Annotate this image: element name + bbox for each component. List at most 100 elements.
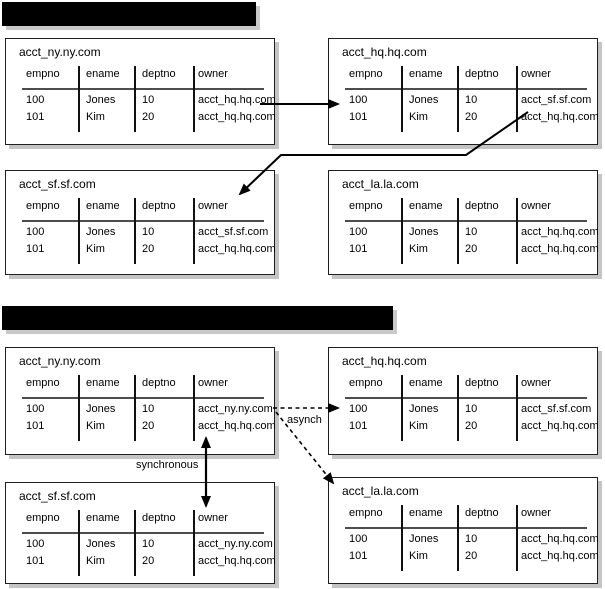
table-header-row: empno ename deptno owner	[6, 377, 274, 390]
table-row: 100 Jones 10 acct_hq.hq.com	[329, 533, 599, 546]
table-row: 101 Kim 20 acct_hq.hq.com	[329, 550, 599, 563]
cell-deptno: 10	[142, 94, 155, 106]
step1-title-bar: Step 1. Identify True Owner	[2, 2, 256, 45]
column-divider	[516, 375, 518, 441]
cell-ename: Jones	[86, 226, 116, 238]
column-divider	[193, 198, 195, 264]
header-rule	[345, 220, 587, 222]
table-step2-acct-sf: acct_sf.sf.com empno ename deptno owner …	[5, 482, 276, 584]
column-divider	[78, 198, 80, 264]
col-header-empno: empno	[26, 68, 60, 80]
table-step1-acct-sf: acct_sf.sf.com empno ename deptno owner …	[5, 170, 276, 275]
column-divider	[457, 66, 459, 132]
cell-empno: 100	[26, 538, 45, 550]
col-header-deptno: deptno	[142, 377, 176, 389]
table-row: 101 Kim 20 acct_hq.hq.com	[329, 243, 599, 256]
header-rule	[345, 397, 587, 399]
cell-owner: acct_hq.hq.com	[521, 533, 599, 545]
cell-ename: Kim	[86, 555, 105, 567]
asynch-label: asynch	[287, 414, 322, 426]
cell-empno: 100	[349, 533, 368, 545]
header-rule	[22, 532, 264, 534]
table-row: 101 Kim 20 acct_hq.hq.com	[6, 111, 276, 124]
table-row: 101 Kim 20 acct_hq.hq.com	[6, 243, 276, 256]
cell-empno: 100	[349, 403, 368, 415]
table-step1-acct-ny: acct_ny.ny.com empno ename deptno owner …	[5, 38, 276, 145]
table-header-row: empno ename deptno owner	[329, 200, 597, 213]
cell-owner: acct_hq.hq.com	[198, 94, 276, 106]
table-row: 101 Kim 20 acct_hq.hq.com	[329, 111, 599, 124]
col-header-empno: empno	[349, 68, 383, 80]
cell-empno: 101	[26, 555, 45, 567]
step2-title: Step 2. Grab Ownership and Broadcast Cha…	[46, 335, 329, 349]
col-header-ename: ename	[409, 68, 443, 80]
cell-empno: 101	[26, 243, 45, 255]
cell-deptno: 10	[142, 226, 155, 238]
table-row: 100 Jones 10 acct_hq.hq.com	[6, 94, 276, 107]
table-row: 100 Jones 10 acct_ny.ny.com	[6, 538, 274, 551]
cell-owner: acct_hq.hq.com	[521, 420, 599, 432]
cell-empno: 101	[349, 243, 368, 255]
table-step2-acct-hq: acct_hq.hq.com empno ename deptno owner …	[328, 347, 599, 455]
column-divider	[193, 375, 195, 441]
cell-ename: Jones	[86, 538, 116, 550]
col-header-ename: ename	[409, 507, 443, 519]
table-header-row: empno ename deptno owner	[329, 377, 597, 390]
cell-deptno: 20	[465, 111, 478, 123]
cell-deptno: 20	[142, 111, 155, 123]
col-header-empno: empno	[26, 200, 60, 212]
col-header-ename: ename	[409, 200, 443, 212]
column-divider	[401, 375, 403, 441]
cell-ename: Jones	[409, 94, 439, 106]
cell-deptno: 20	[465, 243, 478, 255]
table-header-row: empno ename deptno owner	[6, 512, 274, 525]
column-divider	[457, 505, 459, 571]
cell-empno: 101	[349, 420, 368, 432]
table-step1-acct-hq: acct_hq.hq.com empno ename deptno owner …	[328, 38, 599, 145]
cell-empno: 100	[26, 403, 45, 415]
table-title: acct_hq.hq.com	[342, 354, 427, 368]
table-row: 101 Kim 20 acct_hq.hq.com	[329, 420, 599, 433]
column-divider	[401, 198, 403, 264]
table-header-row: empno ename deptno owner	[329, 507, 597, 520]
table-title: acct_ny.ny.com	[19, 45, 101, 59]
col-header-owner: owner	[521, 200, 551, 212]
table-row: 100 Jones 10 acct_hq.hq.com	[329, 226, 599, 239]
cell-ename: Jones	[86, 94, 116, 106]
table-row: 100 Jones 10 acct_sf.sf.com	[329, 94, 597, 107]
cell-owner: acct_sf.sf.com	[521, 403, 592, 415]
cell-ename: Kim	[86, 420, 105, 432]
cell-owner: acct_sf.sf.com	[521, 94, 592, 106]
cell-ename: Jones	[86, 403, 116, 415]
column-divider	[193, 66, 195, 132]
column-divider	[457, 375, 459, 441]
table-row: 100 Jones 10 acct_sf.sf.com	[329, 403, 597, 416]
cell-ename: Kim	[86, 111, 105, 123]
cell-owner: acct_ny.ny.com	[198, 538, 273, 550]
table-title: acct_la.la.com	[342, 484, 419, 498]
header-rule	[345, 88, 587, 90]
column-divider	[193, 510, 195, 576]
cell-deptno: 10	[465, 94, 478, 106]
table-row: 101 Kim 20 acct_hq.hq.com	[6, 420, 276, 433]
col-header-owner: owner	[521, 507, 551, 519]
cell-ename: Jones	[409, 403, 439, 415]
col-header-deptno: deptno	[142, 200, 176, 212]
column-divider	[516, 66, 518, 132]
cell-owner: acct_hq.hq.com	[521, 226, 599, 238]
table-title: acct_la.la.com	[342, 177, 419, 191]
synchronous-label: synchronous	[136, 459, 199, 471]
col-header-owner: owner	[198, 68, 228, 80]
cell-owner: acct_hq.hq.com	[521, 550, 599, 562]
column-divider	[516, 198, 518, 264]
cell-owner: acct_hq.hq.com	[521, 243, 599, 255]
cell-owner: acct_hq.hq.com	[198, 111, 276, 123]
col-header-ename: ename	[86, 200, 120, 212]
cell-owner: acct_sf.sf.com	[198, 226, 269, 238]
cell-deptno: 10	[465, 226, 478, 238]
cell-deptno: 10	[142, 403, 155, 415]
column-divider	[457, 198, 459, 264]
cell-ename: Kim	[409, 243, 428, 255]
table-step2-acct-ny: acct_ny.ny.com empno ename deptno owner …	[5, 347, 276, 455]
table-header-row: empno ename deptno owner	[329, 68, 597, 81]
